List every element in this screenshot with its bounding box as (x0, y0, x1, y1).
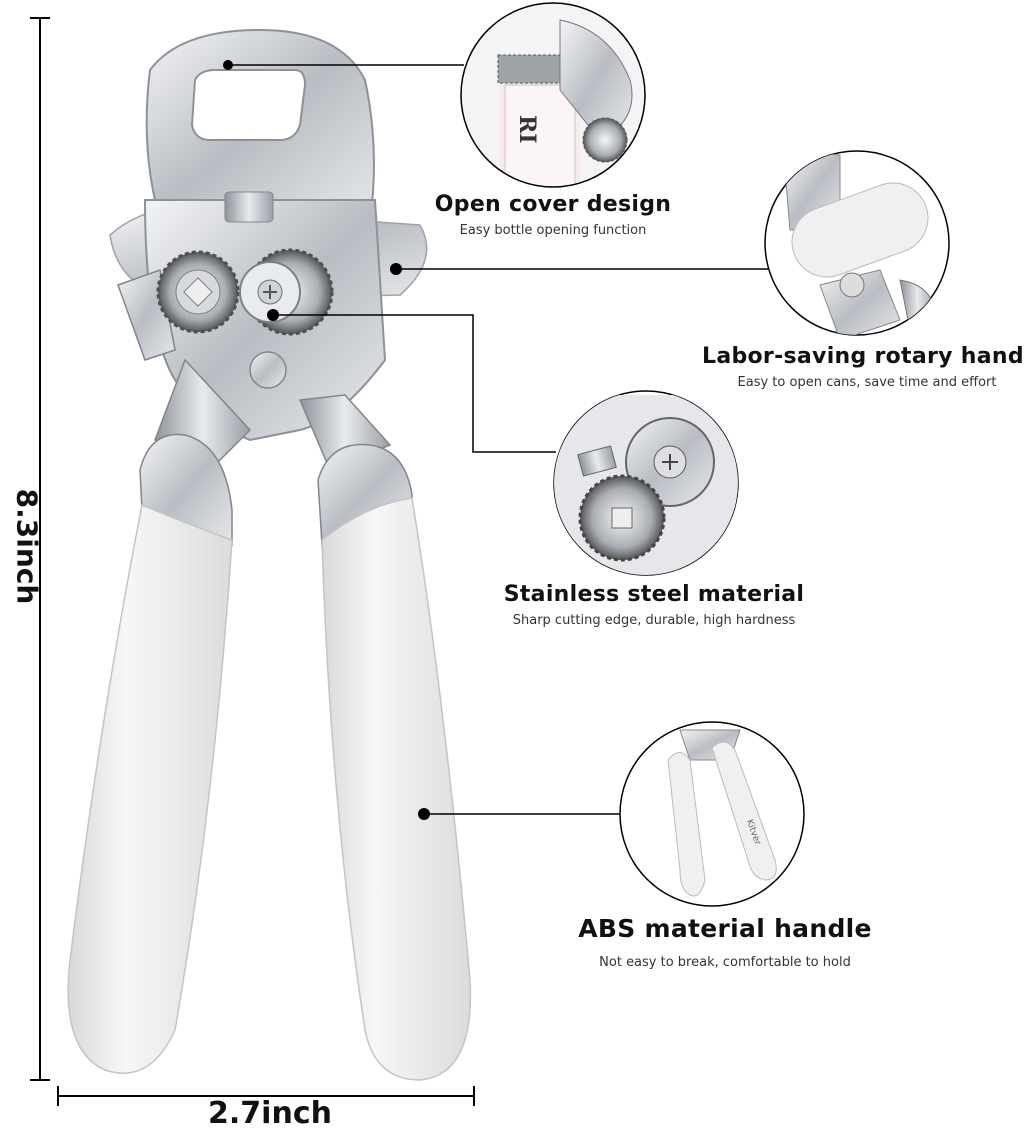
feature-stainless-steel: Stainless steel material Sharp cutting e… (474, 582, 834, 628)
feature-title: ABS material handle (578, 914, 872, 943)
cutting-wheel-detail-image (553, 390, 739, 576)
feature-rotary-handle: Labor-saving rotary handle Easy to open … (702, 344, 1024, 390)
feature-subtitle: Sharp cutting edge, durable, high hardne… (512, 613, 796, 628)
can-opener (67, 28, 472, 1081)
callout-lines (223, 60, 768, 820)
height-label: 8.3inch (10, 488, 44, 605)
rotary-handle-detail-image (764, 150, 950, 336)
bottle-cap-detail-image: RI (460, 2, 646, 188)
bottle-label-text: RI (514, 115, 540, 144)
feature-subtitle: Easy to open cans, save time and effort (737, 375, 997, 390)
feature-abs-handle: ABS material handle Not easy to break, c… (560, 914, 890, 970)
feature-title: Labor-saving rotary handle (702, 344, 1024, 369)
height-dimension-line (30, 17, 50, 1081)
feature-title: Stainless steel material (503, 582, 805, 607)
handle-detail-image: Kitver (619, 721, 805, 907)
feature-subtitle: Not easy to break, comfortable to hold (599, 955, 851, 970)
width-dimension-line (57, 1086, 475, 1106)
width-label: 2.7inch (208, 1096, 332, 1131)
feature-subtitle: Easy bottle opening function (459, 223, 647, 238)
feature-open-cover: Open cover design Easy bottle opening fu… (418, 192, 688, 238)
feature-title: Open cover design (434, 192, 672, 217)
